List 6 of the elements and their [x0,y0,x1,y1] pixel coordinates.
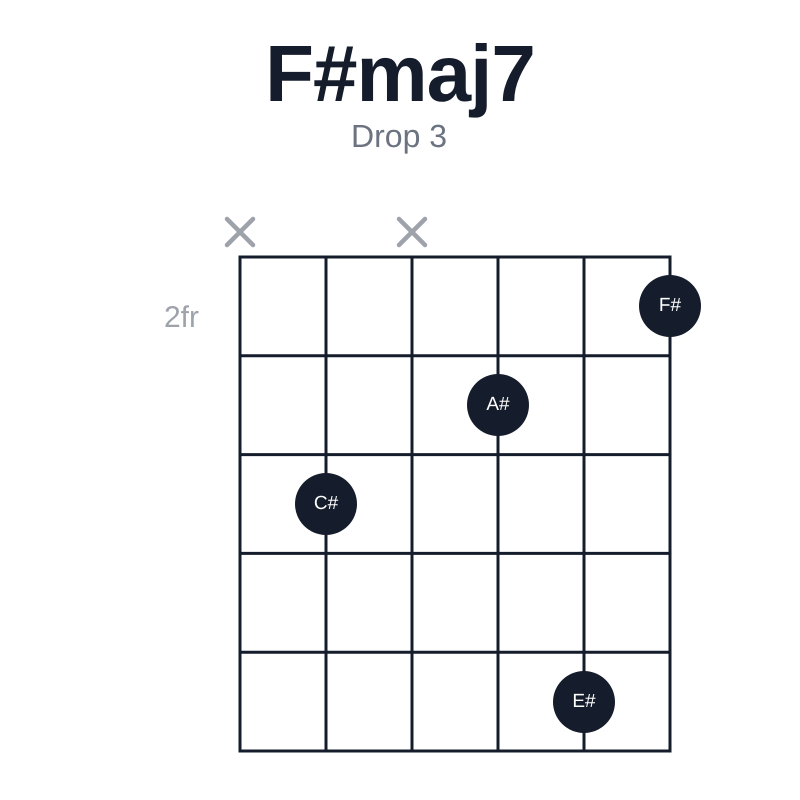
voicing-subtitle: Drop 3 [351,120,448,152]
finger-dot: A# [467,374,529,436]
finger-dot: C# [295,473,357,535]
fret-position-label: 2fr [164,302,200,334]
finger-dot: E# [553,670,615,733]
finger-dot: F# [639,275,701,338]
